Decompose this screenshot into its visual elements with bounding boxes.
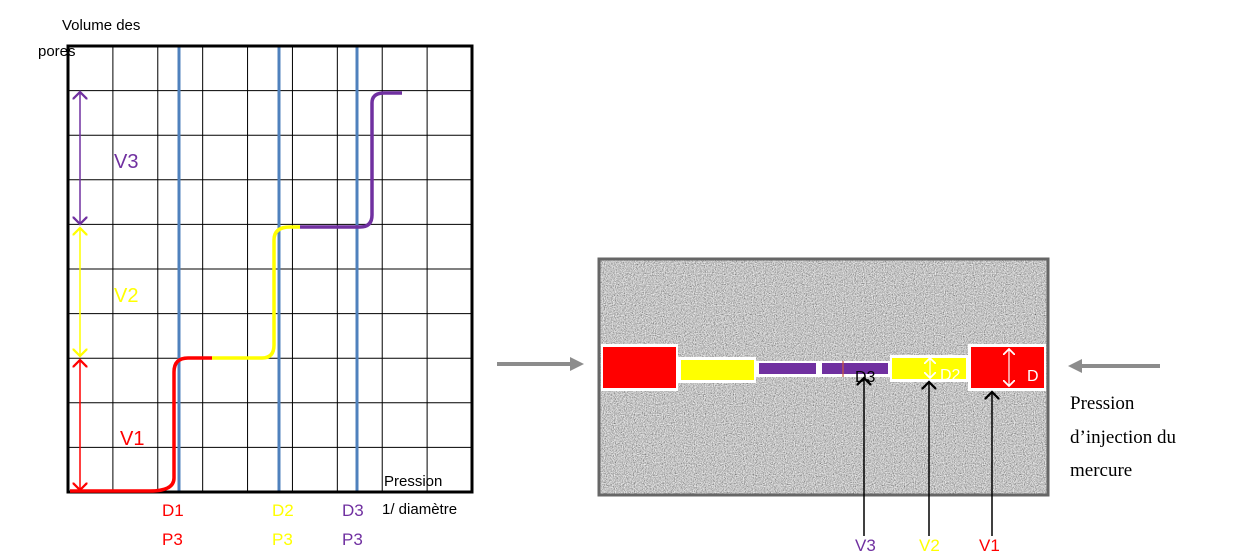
volume-label-v1: V1: [120, 428, 144, 450]
x-axis-label-diametre: 1/ diamètre: [382, 501, 457, 518]
pressure-label-line3: mercure: [1070, 460, 1132, 481]
pressure-arrow: [1068, 359, 1160, 373]
pore-label-d3: D3: [855, 369, 876, 386]
pressure-label-line2: d’injection du: [1070, 427, 1177, 448]
pore-label-d: D: [1027, 368, 1039, 385]
volume-label-v2: V2: [114, 285, 138, 307]
threshold-label-p2: P3: [272, 530, 293, 549]
threshold-label-d3: D3: [342, 501, 364, 520]
pore-small-2: [822, 363, 888, 374]
graph-frame: [66, 44, 474, 494]
sample-border: [597, 257, 1050, 497]
graph-grid: [68, 46, 472, 492]
bottom-label-v3: V3: [855, 536, 876, 554]
pore-label-d2: D2: [940, 367, 961, 384]
flow-arrow-center: [497, 357, 584, 371]
intrusion-curve-red: [70, 356, 212, 493]
pore-large-left: [603, 347, 676, 388]
y-axis-label-line1: Volume des: [62, 17, 140, 34]
pore-medium-left: [681, 360, 754, 380]
pressure-label-line1: Pression: [1070, 393, 1135, 414]
pore-small-1: [759, 363, 816, 374]
bottom-label-v1: V1: [979, 536, 1000, 554]
threshold-label-p1: P3: [162, 530, 183, 549]
threshold-label-p3: P3: [342, 530, 363, 549]
bottom-label-v2: V2: [919, 536, 940, 554]
y-axis-label-line2: pores: [38, 43, 76, 60]
intrusion-graph: Volume des pores V3 V2 V1 Pression 1/ di…: [38, 17, 474, 549]
porous-sample: D3 D2 D V3 V2 V1: [597, 257, 1050, 554]
intrusion-curve-purple: [300, 91, 402, 229]
volume-label-v3: V3: [114, 151, 138, 173]
threshold-label-d2: D2: [272, 501, 294, 520]
x-axis-label-pression: Pression: [384, 473, 442, 490]
intrusion-curve-yellow: [212, 225, 300, 360]
threshold-label-d1: D1: [162, 501, 184, 520]
